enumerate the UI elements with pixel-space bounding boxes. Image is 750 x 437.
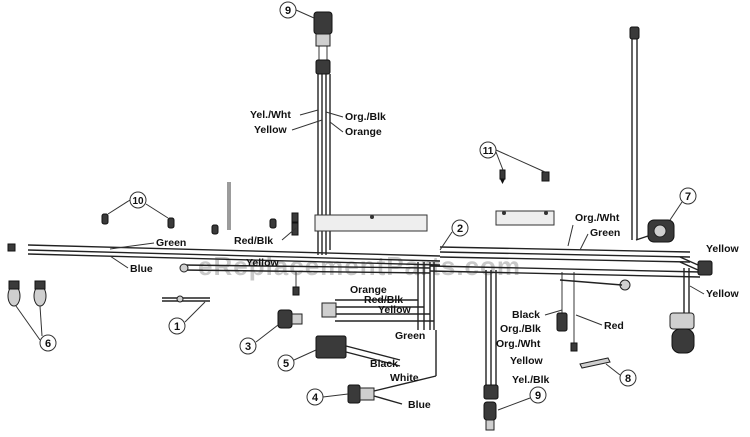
callout-9-bottom: 9 [497,386,547,411]
callout-7: 7 [669,187,697,221]
label-org-blk-top: Org./Blk [345,111,386,123]
label-black-low: Black [370,358,398,370]
callout-3: 3 [239,324,279,355]
red-blk-lead [292,272,300,296]
callout-2: 2 [439,219,469,251]
callout-8: 8 [605,363,637,387]
label-red-blk: Red/Blk [234,235,273,247]
label-green-left: Green [156,237,186,249]
svg-text:6: 6 [45,338,51,350]
label-black-right: Black [512,309,540,321]
label-red-right: Red [604,320,624,332]
svg-text:9: 9 [535,390,541,402]
part-1-cable [162,295,210,303]
label-blue-low: Blue [408,399,431,411]
label-green-right: Green [590,227,620,239]
part-6-lamps [7,280,47,307]
part-7-solenoid [635,219,675,243]
label-white-low: White [390,372,419,384]
label-yellow-mid: Yellow [246,257,280,269]
label-blue-left: Blue [130,263,153,275]
part-3-key-switch [277,309,303,329]
label-orange-top: Orange [345,126,382,138]
top-switch-part-9 [313,11,333,60]
part-4-connector [347,330,437,405]
label-yellow-right-2: Yellow [706,288,740,300]
callout-5: 5 [277,349,317,372]
part-5-rectifier [315,335,401,367]
right-bottom-switch [669,312,695,354]
callout-11: 11 [479,141,546,173]
callout-4: 4 [306,388,349,406]
label-org-wht-low: Org./Wht [496,338,541,350]
label-org-blk-low: Org./Blk [500,323,541,335]
label-orange-bundle: Orange [350,284,387,296]
label-yel-blk-low: Yel./Blk [512,374,550,386]
part-8-bracket [579,357,611,369]
callout-9-top: 9 [279,1,315,19]
callout-1: 1 [168,301,206,335]
part-10-bulbs [101,182,299,236]
label-red-blk-bundle: Red/Blk [364,294,403,306]
wire-labels: Yel./Wht Yellow Org./Blk Orange Green Bl… [109,109,740,411]
svg-text:4: 4 [312,392,319,404]
main-horizontal-harness [7,243,701,291]
callout-6: 6 [15,305,57,352]
label-yellow-right-1: Yellow [706,243,740,255]
middle-bundle [321,262,435,330]
svg-text:9: 9 [285,5,291,17]
svg-text:10: 10 [132,196,144,207]
label-yellow-bundle: Yellow [378,304,412,316]
svg-text:1: 1 [174,321,180,333]
part-11-screws [499,169,550,184]
svg-text:2: 2 [457,223,463,235]
label-green-bundle: Green [395,330,425,342]
svg-text:5: 5 [283,358,289,370]
label-yel-wht-top: Yel./Wht [250,109,291,121]
mounting-plates [314,210,555,232]
right-connector-block [679,256,713,315]
svg-text:3: 3 [245,341,251,353]
callout-10: 10 [107,191,169,219]
svg-text:7: 7 [685,191,691,203]
svg-text:8: 8 [625,373,631,385]
label-yellow-top: Yellow [254,124,288,136]
right-relay-leads [556,272,578,352]
label-org-wht-right: Org./Wht [575,212,620,224]
right-vertical-rod [629,26,640,240]
lower-vertical-harness [483,270,499,431]
label-yellow-low: Yellow [510,355,544,367]
svg-text:11: 11 [483,146,494,157]
